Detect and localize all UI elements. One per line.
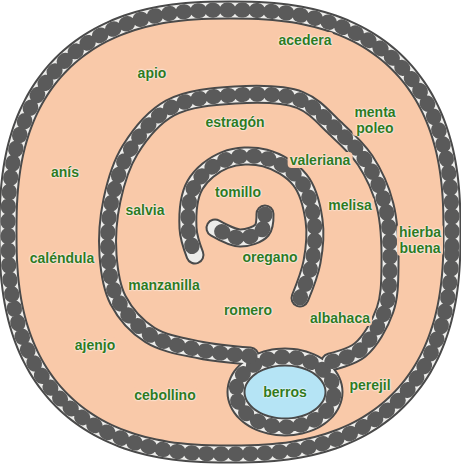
herb-label: apio	[136, 65, 169, 81]
herb-label: perejil	[347, 377, 392, 393]
herb-label: estragón	[203, 114, 266, 130]
soil-ground	[8, 10, 452, 454]
spiral-wall	[108, 94, 390, 362]
pond-wall	[236, 357, 334, 427]
herb-label: albahaca	[308, 310, 372, 326]
herb-label: caléndula	[28, 250, 97, 266]
herb-label: valeriana	[288, 152, 353, 168]
herb-label: oregano	[240, 249, 299, 265]
spiral-wall	[188, 156, 315, 298]
herb-label: acedera	[277, 32, 334, 48]
pond-label: berros	[261, 384, 309, 400]
stone-walls	[8, 10, 452, 454]
outer-wall	[8, 10, 452, 454]
outer-wall	[8, 10, 452, 454]
spiral-wall	[215, 214, 265, 238]
herb-label: hierba buena	[397, 224, 443, 256]
herb-label: romero	[222, 302, 274, 318]
herb-label: anís	[49, 164, 81, 180]
pond-wall	[236, 357, 334, 427]
herb-label: salvia	[124, 202, 167, 218]
herb-label: melisa	[326, 197, 374, 213]
spiral-wall	[108, 94, 390, 362]
spiral-wall	[188, 156, 315, 298]
herb-label: ajenjo	[73, 337, 117, 353]
outer-wall	[8, 10, 452, 454]
spiral-wall	[215, 214, 265, 238]
herb-label: menta poleo	[352, 104, 397, 136]
herb-label: tomillo	[213, 184, 263, 200]
spiral-wall	[215, 214, 265, 238]
pond-wall	[236, 357, 334, 427]
spiral-wall	[108, 94, 390, 362]
herb-label: manzanilla	[126, 277, 202, 293]
herb-label: cebollino	[132, 387, 197, 403]
spiral-wall	[188, 156, 315, 298]
